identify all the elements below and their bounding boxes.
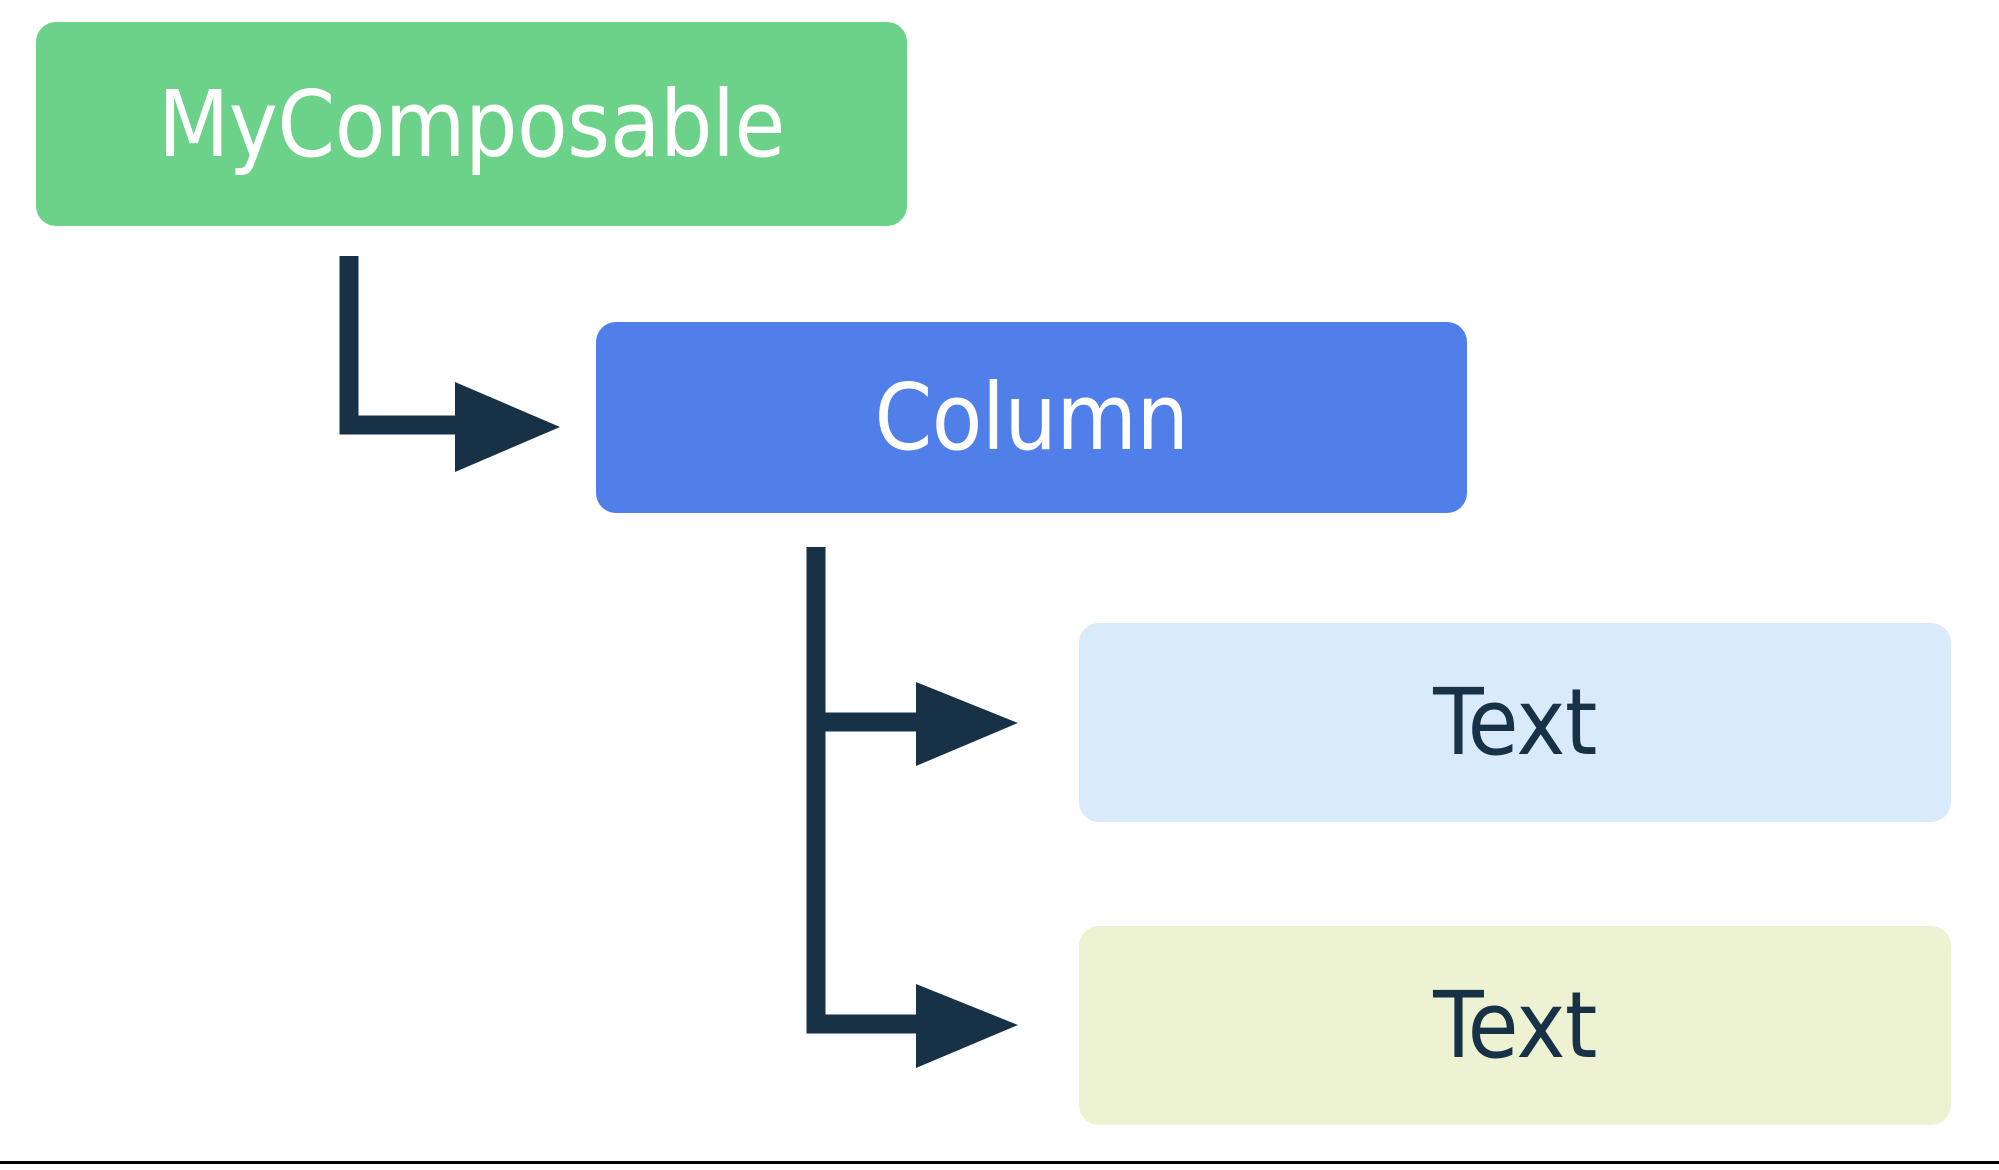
node-text-first-label: Text: [1433, 669, 1597, 776]
bottom-divider: [0, 1161, 1999, 1164]
edge-column-to-text-1: [806, 547, 1018, 766]
edge-column-to-text-2: [806, 547, 1018, 1068]
node-text-second[interactable]: Text: [1079, 926, 1951, 1125]
node-column-label: Column: [874, 364, 1189, 471]
node-column[interactable]: Column: [596, 322, 1467, 513]
node-text-first[interactable]: Text: [1079, 623, 1951, 822]
node-mycomposable[interactable]: MyComposable: [36, 22, 907, 226]
edge-mycomposable-to-column: [339, 256, 560, 472]
node-mycomposable-label: MyComposable: [158, 70, 786, 178]
node-text-second-label: Text: [1433, 972, 1597, 1079]
